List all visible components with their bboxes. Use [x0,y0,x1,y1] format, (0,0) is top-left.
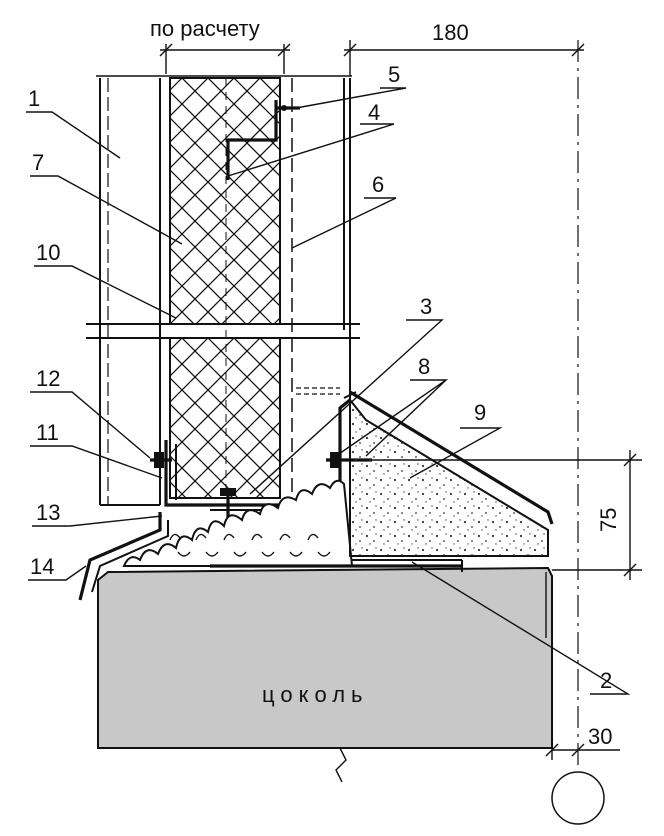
plinth-label: цоколь [262,682,369,707]
callout-13: 13 [36,500,60,525]
callout-5: 5 [388,62,400,87]
callout-1: 1 [28,86,40,111]
drip-flashing [78,512,169,601]
dimension-top-right [343,40,585,76]
callout-2: 2 [600,668,612,693]
dimension-top-right-label: 180 [432,20,469,45]
horizontal-tie [86,323,360,339]
dimension-top-left-label: по расчету [150,16,260,41]
dimension-bottom-right-label: 30 [588,724,612,749]
callout-11: 11 [36,420,59,445]
compressible-seal [122,479,354,567]
sloped-fill [343,390,554,557]
callout-7: 7 [32,150,44,175]
callout-6: 6 [372,172,384,197]
callout-14: 14 [30,554,54,579]
axis-marker-circle [551,771,605,825]
plinth [97,566,553,783]
callout-10: 10 [36,240,60,265]
callout-leaders [26,87,631,695]
dimension-right-label: 75 [596,508,621,532]
callout-12: 12 [36,366,60,391]
mortar-bed [210,559,463,572]
callout-3: 3 [420,294,432,319]
dimension-right [372,450,642,580]
callout-8: 8 [418,354,430,379]
gap-detail [296,387,340,395]
dimension-top-left [159,43,291,74]
outer-cladding [99,78,161,506]
dimension-bottom-right [545,740,620,760]
callout-4: 4 [368,100,380,125]
callout-9: 9 [474,400,486,425]
